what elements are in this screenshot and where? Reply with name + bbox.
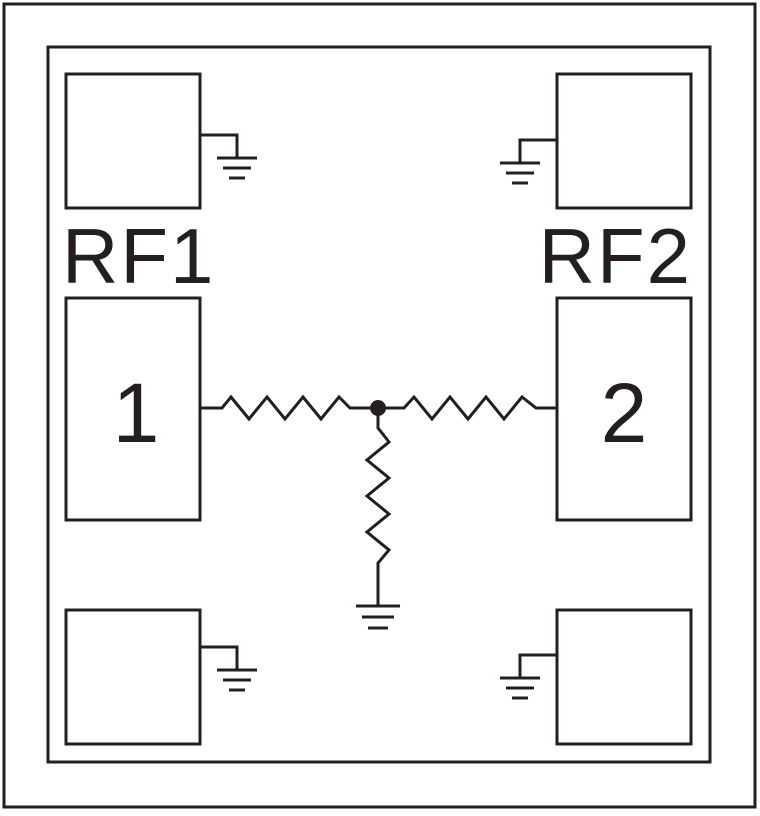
pad-top-left <box>64 72 257 210</box>
pad-top-right <box>500 72 693 210</box>
ground-icon <box>217 668 257 692</box>
pin-2-number: 2 <box>601 366 648 460</box>
pad-rf1: 1 <box>64 296 202 522</box>
resistor-icon <box>364 408 392 606</box>
ground-icon <box>217 156 257 180</box>
resistor-icon <box>200 394 378 422</box>
package-inner-border <box>46 45 712 764</box>
pad-bottom-right <box>500 608 693 746</box>
pad-rf2: 2 <box>555 296 693 522</box>
ground-icon <box>500 161 540 185</box>
rf2-label: RF2 <box>539 212 692 300</box>
ground-icon <box>500 676 540 700</box>
ground-icon <box>356 604 400 630</box>
junction-dot-icon <box>370 400 386 416</box>
pad-bottom-left <box>64 608 257 746</box>
resistor-icon <box>378 394 557 422</box>
pin-1-number: 1 <box>113 366 160 460</box>
rf1-label: RF1 <box>62 212 215 300</box>
